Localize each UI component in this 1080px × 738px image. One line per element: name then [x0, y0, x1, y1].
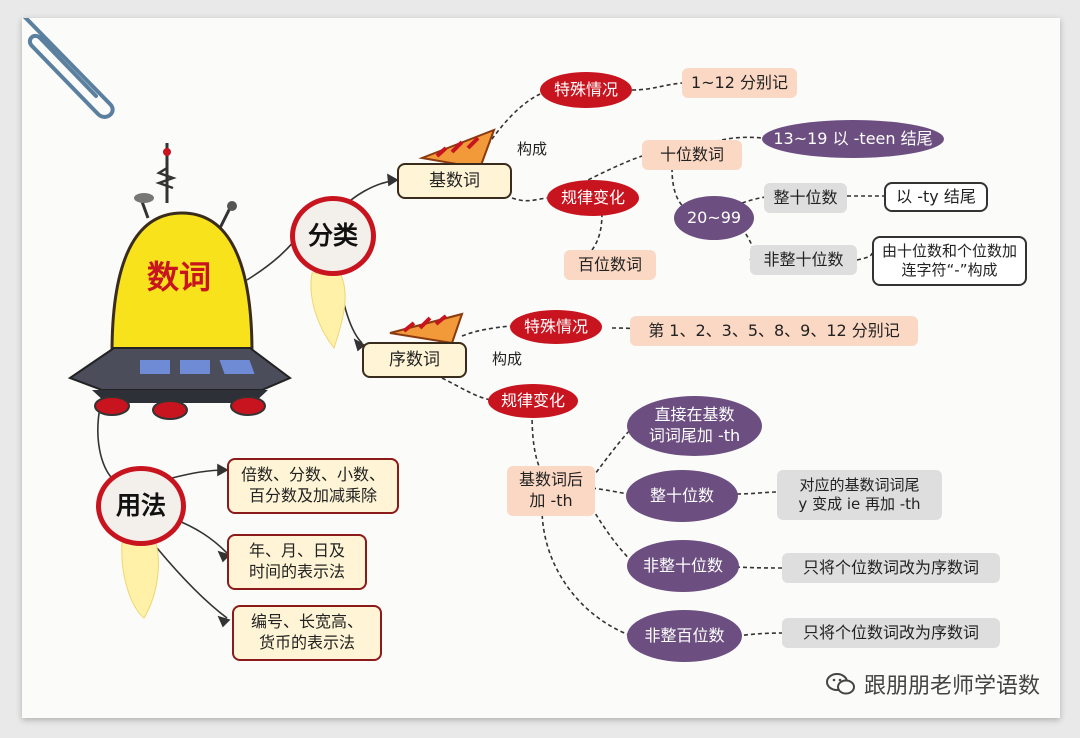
usage-line: 倍数、分数、小数、 [240, 465, 385, 485]
rule-line: 基数词后 [518, 470, 583, 490]
rule-line: 加 -th [529, 491, 573, 510]
rule-line: 连字符“-”构成 [901, 261, 998, 279]
ordinal-whole-tens-rule: 对应的基数词词尾 y 变成 ie 再加 -th [777, 470, 942, 520]
cardinal-whole-tens-node: 整十位数 [764, 183, 847, 213]
ordinal-add-th-node: 基数词后 加 -th [507, 466, 595, 516]
usage-line: 百分数及加减乘除 [248, 486, 377, 505]
rule-line: 由十位数和个位数加 [881, 241, 1017, 260]
ordinal-whole-tens-node: 整十位数 [626, 470, 738, 522]
root-label: 数词 [146, 258, 211, 297]
watermark-text: 跟朋朋老师学语数 [863, 674, 1040, 699]
cardinal-node: 基数词 [397, 163, 512, 199]
rule-line: 对应的基数词词尾 [799, 475, 920, 494]
ordinal-special-node: 特殊情况 [510, 310, 602, 344]
usage-line: 编号、长宽高、 [250, 612, 363, 632]
mind-map: 数词 分类 用法 基数词 构成 特殊情况 1~12 分别记 规律变化 十位数词 … [22, 18, 1060, 718]
cardinal-teen-rule: 13~19 以 -teen 结尾 [762, 120, 944, 158]
watermark: 跟朋朋老师学语数 [825, 668, 1040, 700]
ordinal-node: 序数词 [362, 342, 467, 378]
ordinal-regular-node: 规律变化 [488, 384, 578, 418]
ordinal-direct-node: 直接在基数 词词尾加 -th [627, 396, 762, 456]
cardinal-hundreds-node: 百位数词 [564, 250, 656, 280]
cardinal-non-whole-tens-rule: 由十位数和个位数加 连字符“-”构成 [872, 236, 1027, 286]
usage-line: 时间的表示法 [248, 562, 345, 581]
cardinal-non-whole-tens-node: 非整十位数 [750, 245, 857, 275]
ordinal-non-whole-tens-rule: 只将个位数词改为序数词 [782, 553, 1000, 583]
cardinal-whole-tens-rule: 以 -ty 结尾 [884, 182, 988, 212]
cone-icon [418, 128, 496, 170]
usage-item-2: 年、月、日及 时间的表示法 [227, 534, 367, 590]
cardinal-special-rule: 1~12 分别记 [682, 68, 797, 98]
rule-line: 直接在基数 [654, 405, 735, 425]
flame-icon [121, 542, 159, 619]
rule-line: 词词尾加 -th [648, 426, 741, 445]
cardinal-tens-node: 十位数词 [642, 140, 742, 170]
cone-icon [389, 312, 464, 345]
usage-item-3: 编号、长宽高、 货币的表示法 [232, 605, 382, 661]
cardinal-special-node: 特殊情况 [540, 72, 632, 108]
ordinal-non-whole-hundreds-node: 非整百位数 [627, 610, 742, 662]
cardinal-compose-label: 构成 [517, 140, 548, 158]
classify-node: 分类 [290, 196, 376, 276]
flame-icon [310, 272, 346, 350]
cardinal-regular-node: 规律变化 [547, 180, 639, 216]
cardinal-range-node: 20~99 [674, 196, 754, 240]
usage-line: 年、月、日及 [248, 541, 345, 561]
ordinal-non-whole-hundreds-rule: 只将个位数词改为序数词 [782, 618, 1000, 648]
ordinal-special-rule: 第 1、2、3、5、8、9、12 分别记 [630, 316, 918, 346]
wechat-icon [825, 673, 855, 695]
ordinal-compose-label: 构成 [492, 350, 523, 368]
usage-line: 货币的表示法 [258, 633, 355, 652]
usage-item-1: 倍数、分数、小数、 百分数及加减乘除 [227, 458, 399, 514]
ordinal-non-whole-tens-node: 非整十位数 [627, 540, 739, 592]
ufo-illustration [67, 143, 292, 420]
paperclip-icon [22, 18, 115, 119]
usage-node: 用法 [96, 466, 186, 546]
rule-line: y 变成 ie 再加 -th [798, 495, 921, 513]
